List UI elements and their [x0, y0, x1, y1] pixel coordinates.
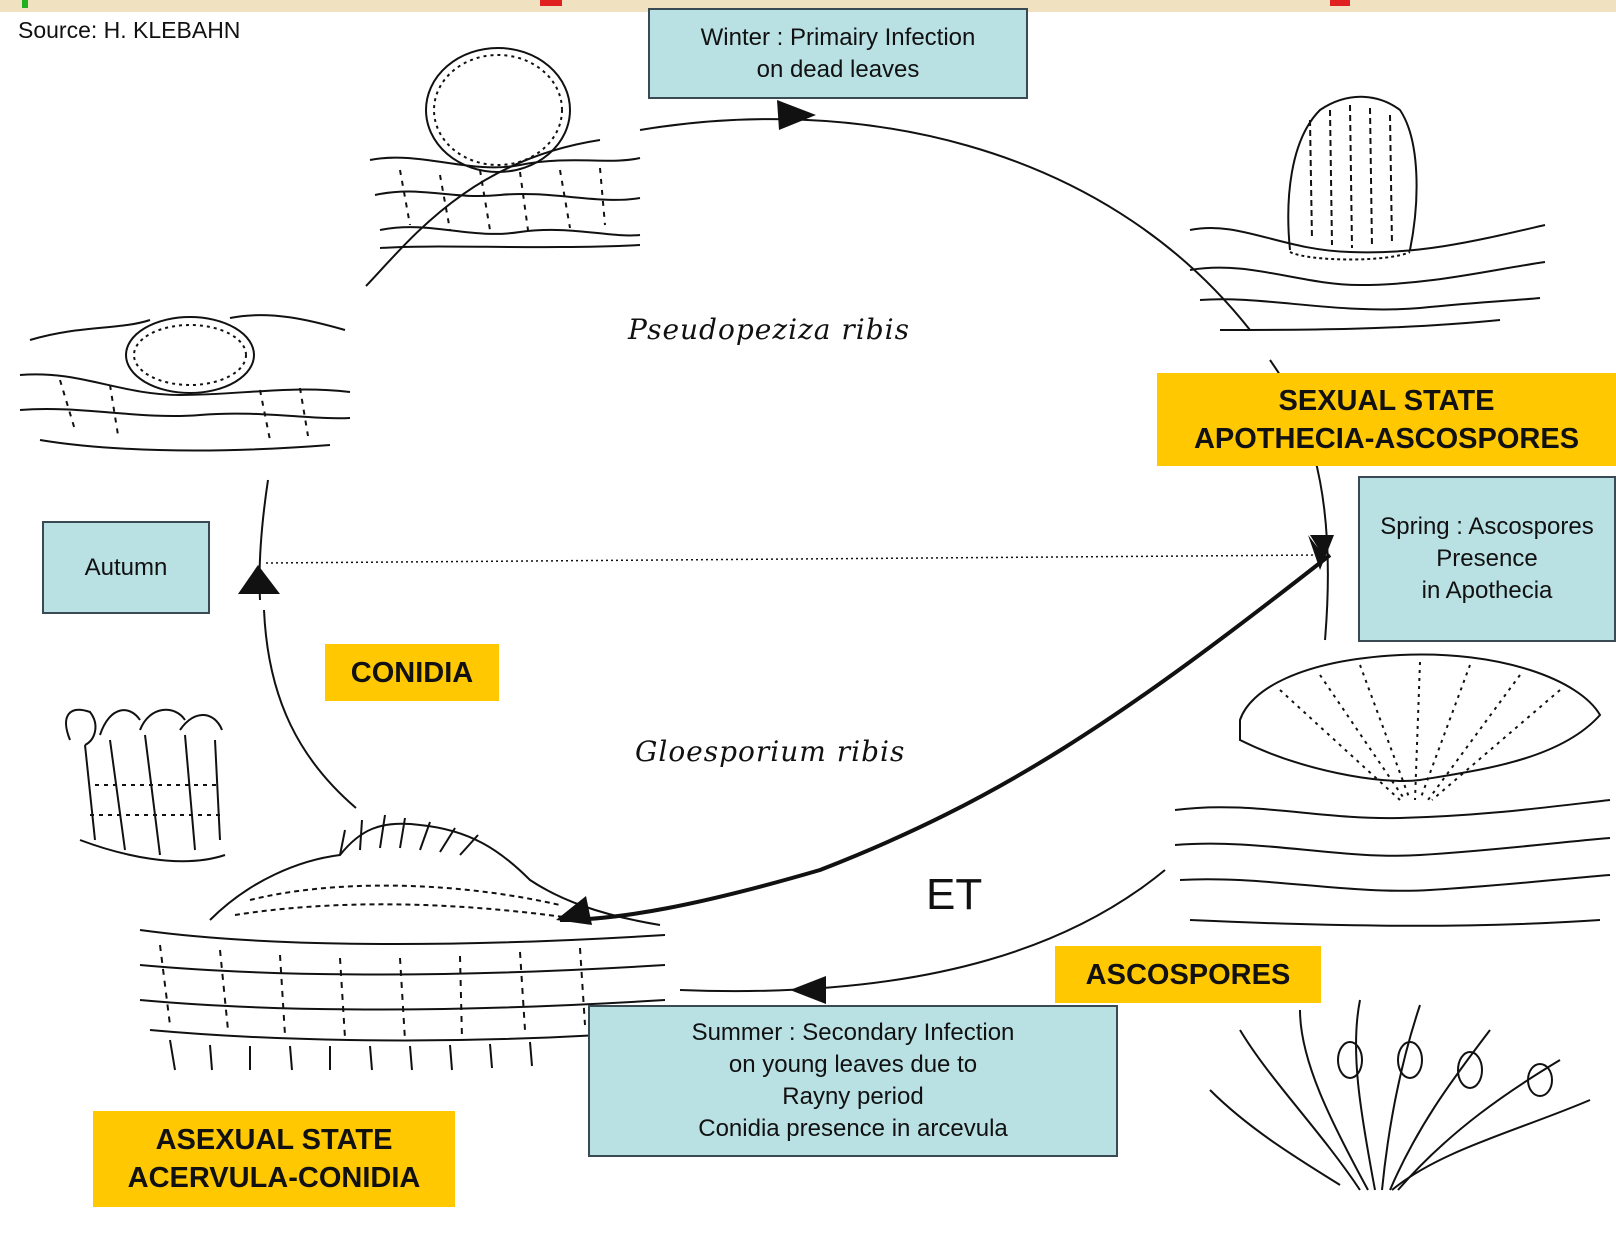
illustration-apothecium — [1190, 97, 1545, 330]
illustration-mature-apothecium — [1175, 654, 1610, 925]
illustration-winter-pseudothecium — [370, 48, 640, 248]
autumn-dotted-line — [266, 555, 1320, 563]
asexual-state-line-2: ACERVULA-CONIDIA — [128, 1159, 421, 1197]
species-sexual-label: Pseudopeziza ribis — [628, 313, 910, 346]
spring-box: Spring : Ascospores Presence in Apotheci… — [1358, 476, 1616, 642]
asexual-state-label: ASEXUAL STATE ACERVULA-CONIDIA — [93, 1111, 455, 1207]
autumn-box: Autumn — [42, 521, 210, 614]
top-banner-green-mark — [22, 0, 28, 8]
et-label: ET — [926, 870, 982, 920]
ascospores-label-text: ASCOSPORES — [1086, 956, 1291, 994]
arrowhead-summer — [790, 976, 826, 1004]
winter-box: Winter : Primairy Infection on dead leav… — [648, 8, 1028, 99]
spring-box-line-2: Presence — [1436, 543, 1537, 575]
spring-box-line-3: in Apothecia — [1422, 575, 1553, 607]
sexual-state-label: SEXUAL STATE APOTHECIA-ASCOSPORES — [1157, 373, 1616, 466]
illustration-autumn-leaf-spot — [20, 315, 350, 450]
summer-box-line-3: Rayny period — [782, 1081, 923, 1113]
conidia-label-text: CONIDIA — [351, 654, 473, 692]
asexual-state-line-1: ASEXUAL STATE — [156, 1121, 393, 1159]
summer-box-line-2: on young leaves due to — [729, 1049, 977, 1081]
cycle-arc-topleft — [366, 140, 600, 286]
winter-box-line-2: on dead leaves — [757, 54, 920, 86]
illustration-acervulus — [140, 815, 665, 1070]
arrowhead-spring — [1308, 535, 1334, 570]
illustration-conidiophores — [66, 710, 225, 861]
arrowhead-winter — [777, 100, 816, 130]
ascospores-label: ASCOSPORES — [1055, 946, 1321, 1003]
arrowhead-autumn — [238, 565, 280, 594]
cycle-arc-left-lower — [264, 610, 356, 808]
source-credit: Source: H. KLEBAHN — [18, 17, 240, 44]
winter-box-line-1: Winter : Primairy Infection — [701, 22, 976, 54]
top-banner-red-mark — [540, 0, 562, 6]
top-banner-red-mark-right — [1330, 0, 1350, 6]
sexual-state-line-1: SEXUAL STATE — [1279, 382, 1495, 420]
arrowhead-acervula — [556, 896, 592, 925]
summer-box: Summer : Secondary Infection on young le… — [588, 1005, 1118, 1157]
summer-box-line-4: Conidia presence in arcevula — [698, 1113, 1008, 1145]
conidia-label: CONIDIA — [325, 644, 499, 701]
summer-box-line-1: Summer : Secondary Infection — [692, 1017, 1015, 1049]
species-asexual-label: Gloesporium ribis — [635, 735, 905, 768]
spring-box-line-1: Spring : Ascospores — [1380, 511, 1593, 543]
sexual-state-line-2: APOTHECIA-ASCOSPORES — [1194, 420, 1579, 458]
cycle-arc-winter-to-sexual — [640, 119, 1250, 330]
autumn-box-label: Autumn — [85, 552, 168, 584]
illustration-asci — [1210, 1000, 1590, 1190]
